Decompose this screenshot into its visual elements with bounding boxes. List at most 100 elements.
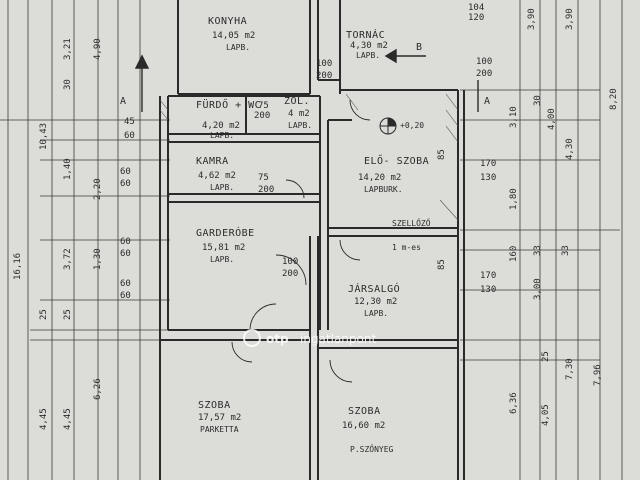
dim-v-left-4: 4,90 bbox=[93, 38, 103, 60]
dim-v-right-17: 6,36 bbox=[509, 392, 519, 414]
dim-v-right-15: 7,30 bbox=[565, 358, 575, 380]
dim-v-right-3: 8,20 bbox=[609, 88, 619, 110]
dim-v-right-14: 25 bbox=[541, 351, 551, 362]
porch-name: TORNÁC bbox=[346, 28, 385, 41]
lounge-area: 12,30 m2 bbox=[354, 297, 397, 307]
dim-top-right-2: 120 bbox=[468, 13, 484, 23]
dim-left-win-3b: 60 bbox=[120, 249, 131, 259]
kitchen-floor: LAPB. bbox=[226, 43, 250, 52]
dim-v-left-2: 10,43 bbox=[39, 123, 49, 150]
dim-entrance-win-h: 130 bbox=[480, 173, 496, 183]
room1-name: SZOBA bbox=[198, 400, 231, 411]
dim-v-right-6: 3,10 bbox=[509, 106, 519, 128]
dim-lounge-win-w: 170 bbox=[480, 271, 496, 281]
room1-floor: PARKETTA bbox=[200, 425, 239, 434]
dim-pantry-door-h: 200 bbox=[258, 185, 274, 195]
dim-left-win-4b: 60 bbox=[120, 291, 131, 301]
dim-v-right-8: 30 bbox=[533, 95, 543, 106]
marker-labels: A A B +0,20 SZELLŐZŐ 1 m-es bbox=[120, 42, 491, 252]
section-b-label: B bbox=[416, 42, 423, 53]
wc-area: 4 m2 bbox=[288, 109, 310, 119]
dim-entrance-win-w: 170 bbox=[480, 159, 496, 169]
kitchen-area: 14,05 m2 bbox=[212, 31, 255, 41]
dim-left-win-3a: 60 bbox=[120, 237, 131, 247]
dim-lounge-win-h: 130 bbox=[480, 285, 496, 295]
dim-bath-door-w: 75 bbox=[258, 101, 269, 111]
vent-label: SZELLŐZŐ bbox=[392, 218, 431, 228]
vent-sub-label: 1 m-es bbox=[392, 243, 421, 252]
kitchen-name: KONYHA bbox=[208, 16, 247, 27]
dim-wardrobe-door-h: 200 bbox=[282, 269, 298, 279]
bathroom-floor: LAPB. bbox=[210, 131, 234, 140]
wc-name: ZÖL. bbox=[284, 94, 310, 107]
dimension-labels: 104 120 100 200 100 200 75 200 75 200 45… bbox=[120, 3, 496, 301]
dim-v-left-13: 4,45 bbox=[63, 408, 73, 430]
room2-name: SZOBA bbox=[348, 406, 381, 417]
dim-left-win-2b: 60 bbox=[120, 179, 131, 189]
dim-porch-door-w: 100 bbox=[316, 59, 332, 69]
dim-top-right-1: 104 bbox=[468, 3, 484, 13]
bathroom-name: FÜRDŐ + WC bbox=[196, 97, 261, 111]
dim-v-left-1: 16,16 bbox=[13, 253, 23, 280]
watermark-brand: otp bbox=[266, 332, 289, 346]
section-a-right-label: A bbox=[484, 96, 491, 107]
room1-area: 17,57 m2 bbox=[198, 413, 241, 423]
dim-v-left-9: 1,30 bbox=[93, 248, 103, 270]
dim-v-left-12: 4,45 bbox=[39, 408, 49, 430]
wardrobe-area: 15,81 m2 bbox=[202, 243, 245, 253]
dim-v-right-16: 7,96 bbox=[593, 364, 603, 386]
dim-right-door-w: 100 bbox=[476, 57, 492, 67]
dim-v-left-11: 25 bbox=[63, 309, 73, 320]
dim-v-left-5: 30 bbox=[63, 79, 73, 90]
dim-left-win-1b: 60 bbox=[124, 131, 135, 141]
dim-v-right-7: 4,00 bbox=[547, 108, 557, 130]
dim-v-left-8: 3,72 bbox=[63, 248, 73, 270]
dim-v-right-12: 33 bbox=[561, 245, 571, 256]
level-marker bbox=[379, 117, 397, 135]
dim-entrance-small: 85 bbox=[437, 149, 447, 160]
porch-area: 4,30 m2 bbox=[350, 41, 388, 51]
watermark-text: ingatlanpont bbox=[300, 332, 376, 346]
dim-lounge-small: 85 bbox=[437, 259, 447, 270]
level-label: +0,20 bbox=[400, 121, 424, 130]
wardrobe-floor: LAPB. bbox=[210, 255, 234, 264]
section-markers bbox=[134, 48, 479, 112]
dim-v-left-10: 25 bbox=[39, 309, 49, 320]
dim-v-right-13: 4,05 bbox=[541, 404, 551, 426]
pantry-area: 4,62 m2 bbox=[198, 171, 236, 181]
lounge-floor: LAPB. bbox=[364, 309, 388, 318]
room-labels: KONYHA 14,05 m2 LAPB. TORNÁC 4,30 m2 LAP… bbox=[196, 16, 429, 454]
door-swings bbox=[231, 99, 371, 383]
dim-porch-door-h: 200 bbox=[316, 71, 332, 81]
dim-v-right-9: 160 bbox=[509, 246, 519, 262]
pantry-name: KAMRA bbox=[196, 156, 229, 167]
dim-v-right-5: 1,80 bbox=[509, 188, 519, 210]
vertical-dimension-labels: 16,16 10,43 3,21 4,90 30 1,40 2,20 3,72 … bbox=[13, 8, 619, 430]
room2-area: 16,60 m2 bbox=[342, 421, 385, 431]
dim-v-left-6: 1,40 bbox=[63, 158, 73, 180]
entrance-floor: LAPBURK. bbox=[364, 185, 403, 194]
dim-left-win-2a: 60 bbox=[120, 167, 131, 177]
dim-v-right-4: 4,30 bbox=[565, 138, 575, 160]
watermark: otp ingatlanpont bbox=[243, 329, 376, 347]
section-a-left-label: A bbox=[120, 96, 127, 107]
dim-v-right-10: 3,00 bbox=[533, 278, 543, 300]
dim-bath-door-h: 200 bbox=[254, 111, 270, 121]
wall-hatching bbox=[159, 93, 459, 221]
dim-v-left-14: 6,26 bbox=[93, 378, 103, 400]
dim-v-right-1: 3,90 bbox=[527, 8, 537, 30]
lounge-name: JÁRSALGÓ bbox=[348, 282, 400, 295]
bathroom-area: 4,20 m2 bbox=[202, 121, 240, 131]
porch-floor: LAPB. bbox=[356, 51, 380, 60]
entrance-name: ELŐ- SZOBA bbox=[364, 153, 429, 167]
dim-v-right-11: 33 bbox=[533, 245, 543, 256]
dimension-ticks bbox=[0, 89, 620, 361]
dim-left-win-4a: 60 bbox=[120, 279, 131, 289]
dim-wardrobe-door-w: 100 bbox=[282, 257, 298, 267]
dim-v-left-7: 2,20 bbox=[93, 178, 103, 200]
dim-pantry-door-w: 75 bbox=[258, 173, 269, 183]
dim-left-win-1a: 45 bbox=[124, 117, 135, 127]
walls bbox=[159, 0, 465, 480]
wardrobe-name: GARDERÓBE bbox=[196, 226, 255, 239]
